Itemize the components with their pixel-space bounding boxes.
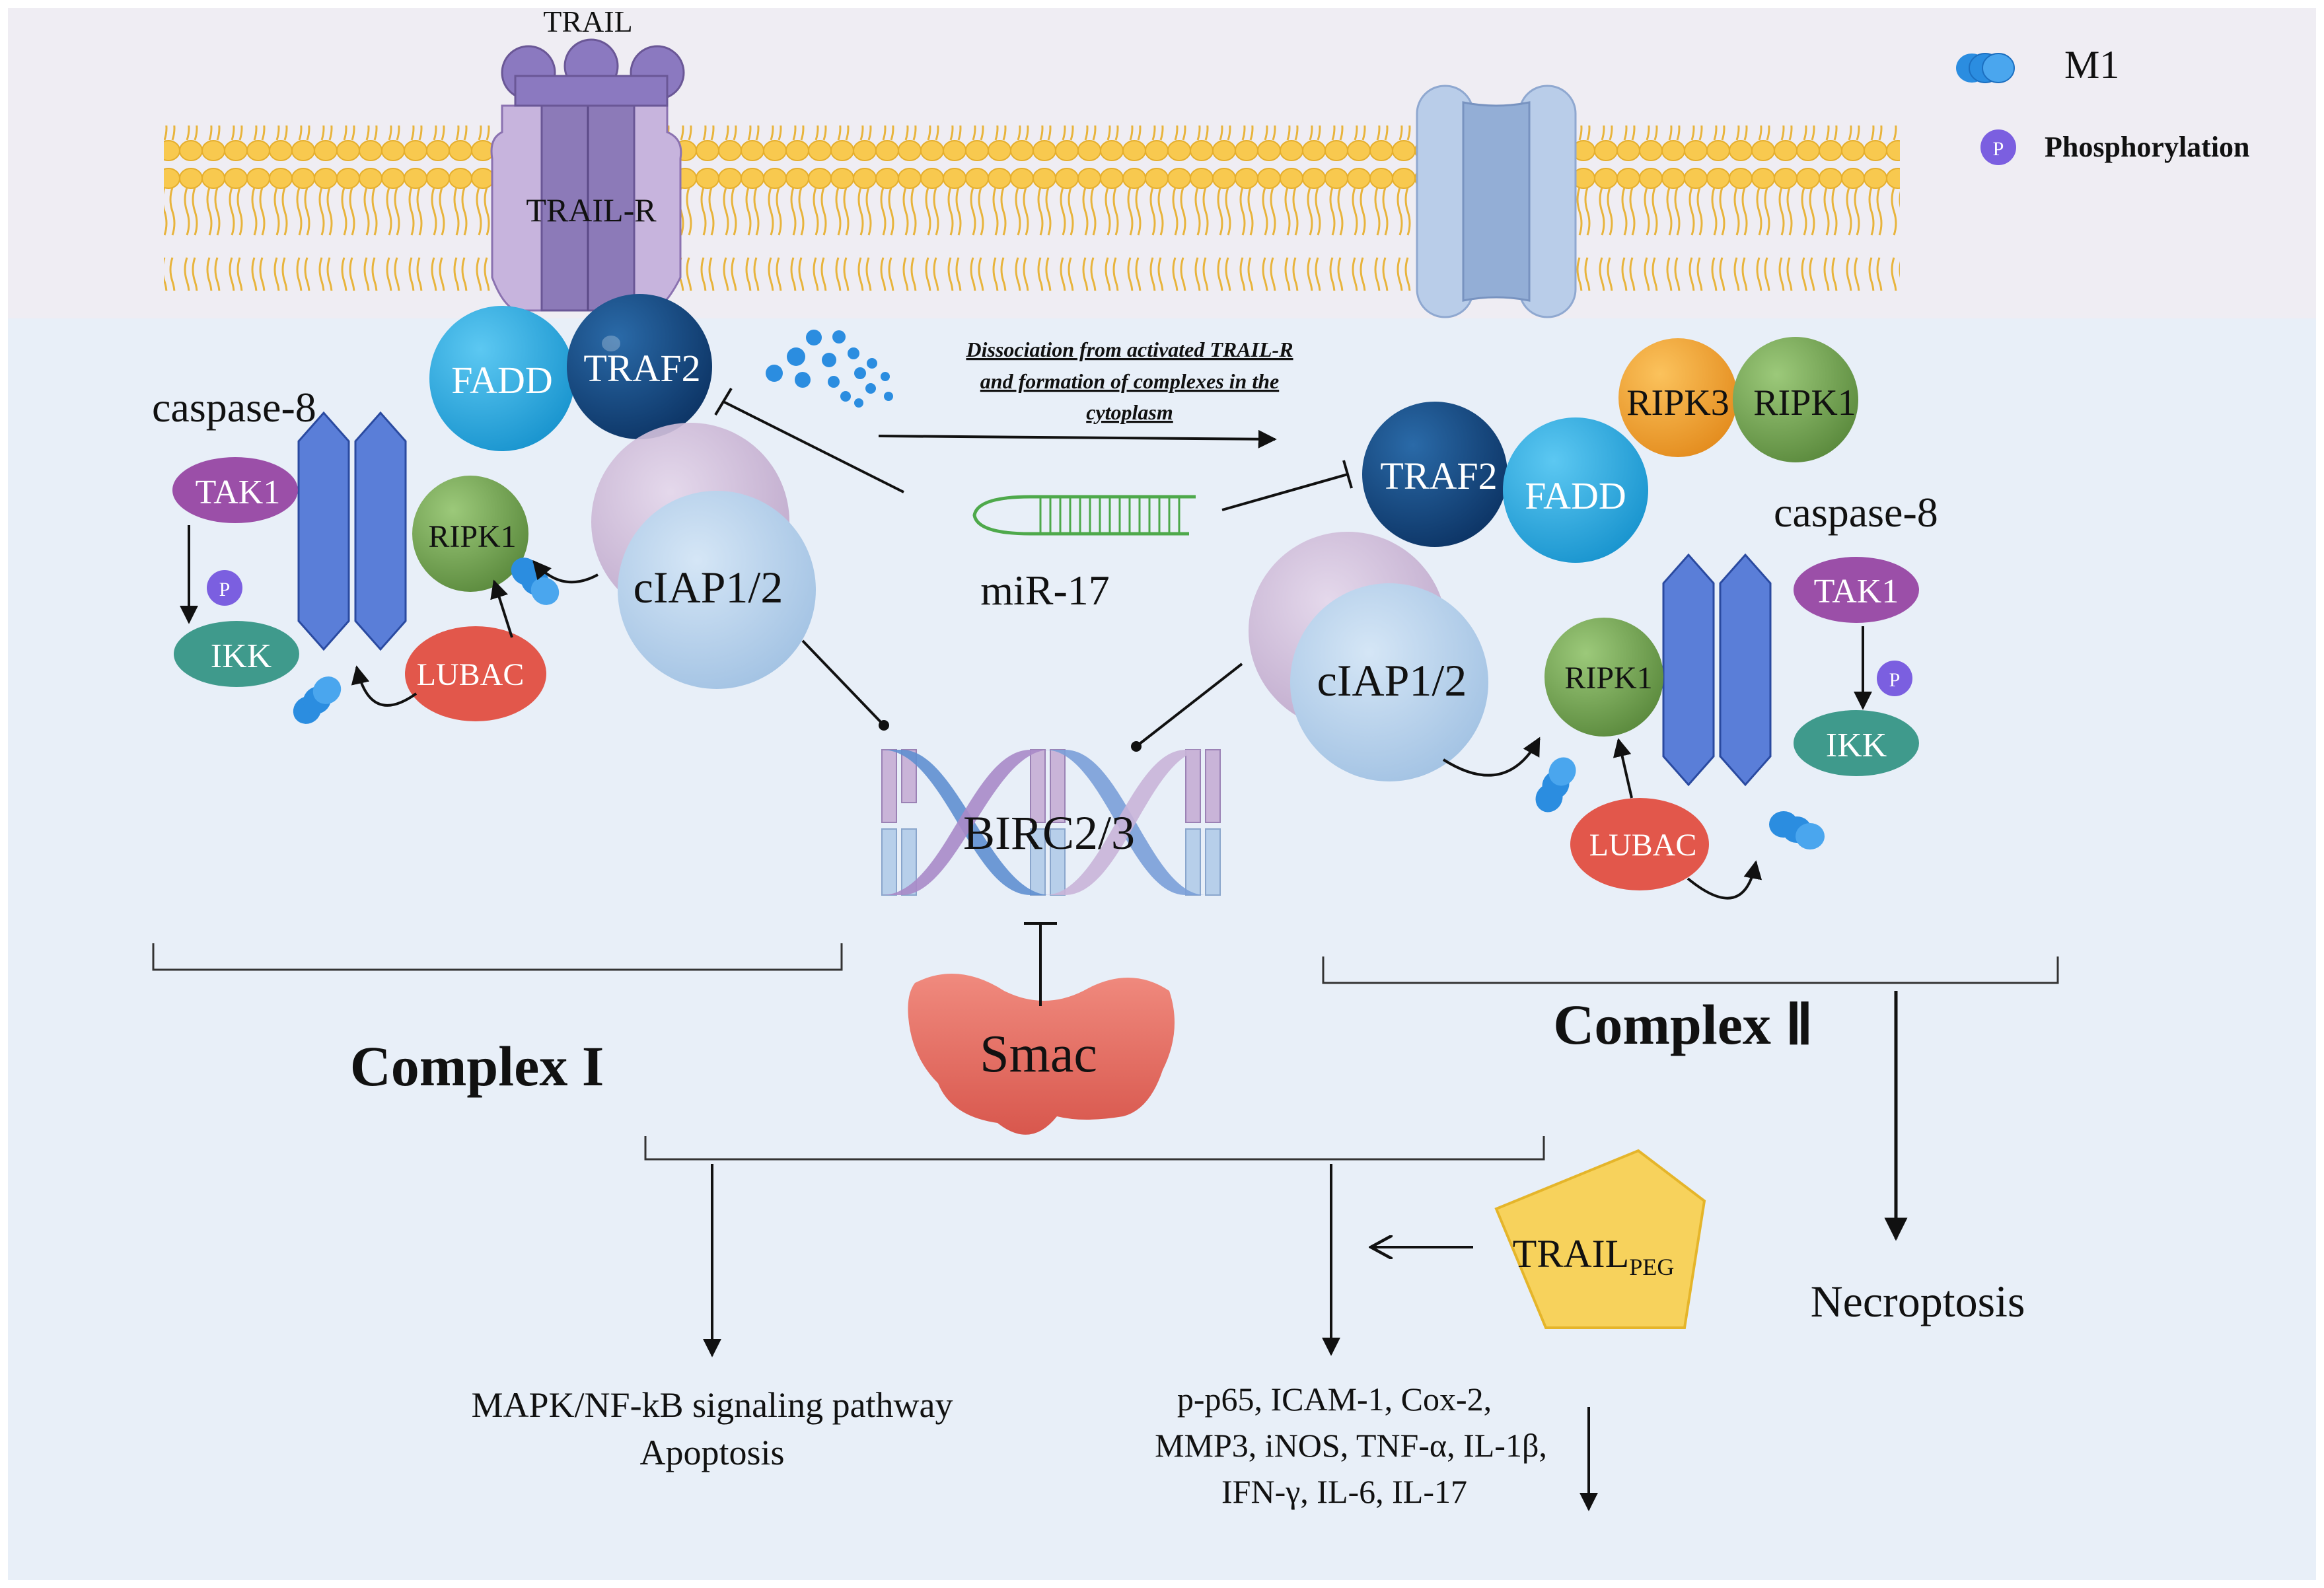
trail-peg-main: TRAIL [1513,1232,1630,1276]
mir17-hairpin [972,495,1196,536]
m1-chain-right-2 [1769,811,1825,849]
traf2-left-label: TRAF2 [583,347,700,390]
phospho-left-label: P [219,579,231,600]
traf2-right [1362,402,1507,547]
markers-line2: MMP3, iNOS, TNF-α, IL-1β, [1155,1427,1547,1464]
ciap-birc-line-right [1131,663,1243,752]
fadd-left-label: FADD [451,359,553,402]
mir17-inhibit-traf2-right-bar [1342,460,1353,489]
ripk1-right [1544,618,1663,737]
dissociation-line2: and formation of complexes in the [980,369,1279,393]
fadd-left [429,306,575,451]
fadd-right-label: FADD [1525,474,1626,517]
trail-label: TRAIL [543,5,632,38]
dissociation-line3: cytoplasm [1086,400,1173,424]
ikk-right-label: IKK [1826,727,1887,764]
lubac-left [405,626,546,721]
ciap-birc-line-left [801,639,889,731]
legend: M1 P Phosphorylation [1956,43,2250,165]
traf2-left [567,294,712,439]
ciap-left-front [618,491,816,689]
dissociation-line1: Dissociation from activated TRAIL-R [965,338,1293,361]
trail-peg-pentagon [1494,1149,1706,1329]
phosphorylation-icon [1980,129,2016,165]
fadd-right [1503,417,1648,563]
necroptosis-label: Necroptosis [1811,1276,2025,1326]
dots-cluster [766,330,893,408]
legend-phosphorylation-label: Phosphorylation [2045,131,2250,163]
complex1-bracket [152,943,843,971]
ripk1-left-label: RIPK1 [428,519,516,554]
trail-receptor [490,38,685,312]
birc-label: BIRC2/3 [963,807,1135,859]
lubac-arrow-right [1687,860,1762,900]
ciap-ripk1-arrow-left [532,559,599,584]
ripk3-right-label: RIPK3 [1626,382,1729,423]
lubac-ripk1-arrow-left [490,579,513,638]
markers-line3: IFN-γ, IL-6, IL-17 [1221,1473,1467,1510]
lubac-right-label: LUBAC [1589,828,1697,863]
ripk1-right-top-label: RIPK1 [1753,382,1856,423]
ripk1-right-top [1733,337,1858,462]
ikk-right [1794,710,1919,776]
birc-dna [881,749,1221,896]
tak1-right [1794,557,1919,623]
phospho-right [1877,661,1912,696]
apoptosis-label: Apoptosis [639,1433,784,1472]
trail-peg-label: TRAILPEG [1513,1232,1675,1280]
ciap-right-front [1290,583,1488,781]
tak1-left [172,457,298,523]
phospho-left [207,570,242,606]
ripk1-left [412,476,528,592]
ciap-ripk1-arrow-right [1442,737,1541,777]
complex1-title: Complex I [350,1034,604,1098]
dissociation-arrow [878,429,1277,449]
ikk-left [174,621,299,687]
ciap-left-label: cIAP1/2 [634,562,783,612]
caspase8-left [297,411,407,651]
ripk1-right-label: RIPK1 [1564,661,1652,696]
caspase8-right [1662,553,1772,787]
complex2-bracket [1322,956,2059,984]
ripk3-right [1618,338,1737,457]
traf2-right-label: TRAF2 [1380,454,1497,497]
mir17-inhibit-traf2-left-bar [714,387,733,416]
lubac-arrow-left [351,665,418,707]
legend-m1-label: M1 [2064,43,2119,87]
legend-p-symbol: P [1993,138,2004,160]
mir17-label: miR-17 [980,567,1110,614]
m1-ubiquitin-icon [1956,53,2015,83]
lubac-left-label: LUBAC [417,657,525,692]
cytoplasm-region [8,318,2316,1580]
smac-protein [908,974,1175,1135]
trail-r-label: TRAIL-R [526,192,657,229]
lipid-bilayer [164,126,1900,291]
mapk-label: MAPK/NF-kB signaling pathway [472,1385,953,1425]
caspase8-left-label: caspase-8 [152,384,316,431]
complex2-title: Complex Ⅱ [1553,993,1813,1056]
ikk-left-label: IKK [211,637,272,675]
tak1-left-label: TAK1 [196,474,281,511]
m1-chain-left-2 [293,676,342,724]
membrane-channel [1416,85,1577,318]
tak1-right-label: TAK1 [1814,573,1899,610]
bottom-bracket [644,1136,1545,1161]
m1-chain-right-1 [1535,757,1576,812]
lubac-right [1570,798,1709,890]
markers-line1: p-p65, ICAM-1, Cox-2, [1177,1381,1492,1418]
lubac-ripk1-arrow-right [1613,738,1633,799]
trail-peg-sub: PEG [1629,1254,1674,1280]
caspase8-right-label: caspase-8 [1774,489,1938,536]
phospho-right-label: P [1889,669,1901,691]
mir17-inhibit-traf2-right [1221,473,1348,511]
smac-label: Smac [980,1025,1097,1083]
ciap-right-label: cIAP1/2 [1317,655,1467,705]
mir17-inhibit-traf2-left [723,400,904,493]
